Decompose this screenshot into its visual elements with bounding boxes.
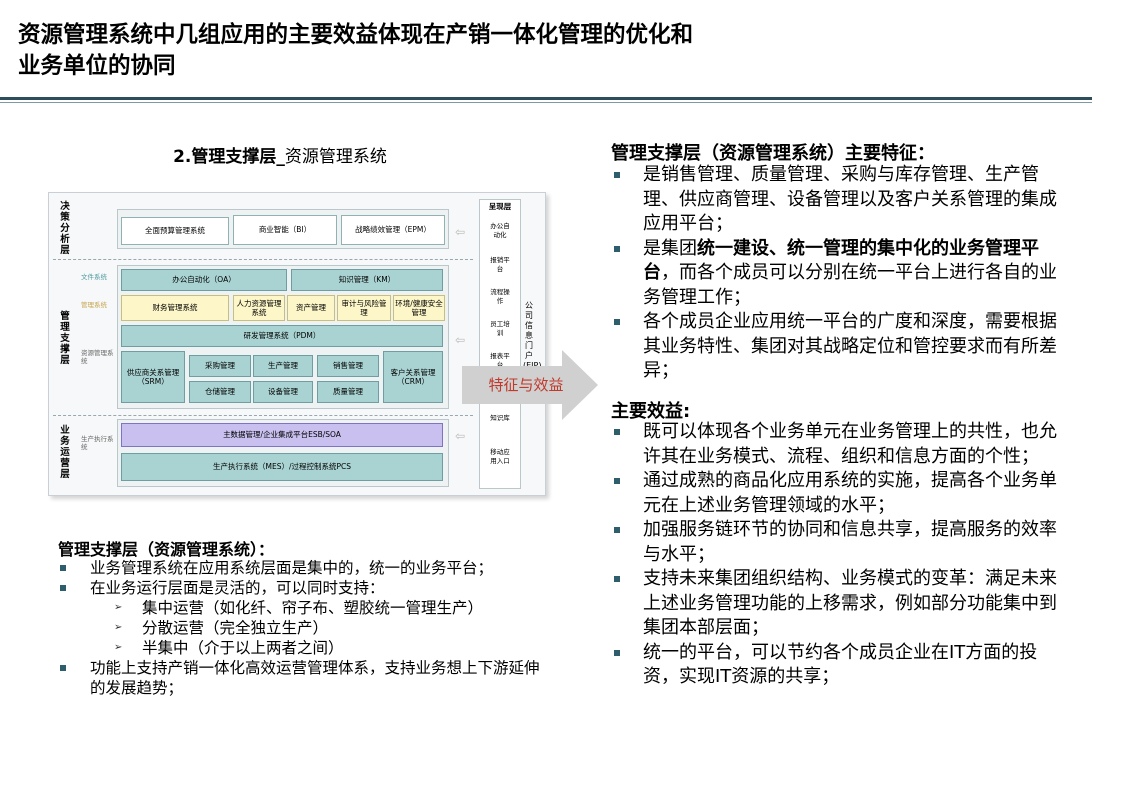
- layer-divider: [53, 259, 473, 260]
- bullet-arrow-icon: ➢: [114, 602, 123, 613]
- side-label-decision: 决策分析层: [60, 201, 70, 256]
- features-heading: 管理支撑层（资源管理系统）主要特征：: [611, 143, 935, 164]
- diagram-heading-bold: 2.管理支撑层_: [173, 147, 285, 167]
- list-item: 是销售管理、质量管理、采购与库存管理、生产管理、供应商管理、设备管理以及客户关系…: [611, 163, 1063, 237]
- emphasis-text: 统一建设、统一管理的集中化的业务管理平台: [643, 237, 1039, 284]
- arrow-left-icon: ⇦: [455, 333, 466, 347]
- box-km: 知识管理（KM）: [291, 269, 443, 291]
- bullet-square-icon: [60, 565, 66, 571]
- bullet-arrow-icon: ➢: [114, 642, 123, 653]
- bullet-square-icon: [614, 245, 620, 252]
- arrow-left-icon: ⇦: [455, 429, 466, 443]
- benefits-heading: 主要效益:: [611, 401, 691, 422]
- box-finance: 财务管理系统: [121, 295, 229, 321]
- presentation-column: 呈现层 办公自动化 报销平台 流程操作 员工培训 报表平台 知识库 移动应用入口: [479, 199, 521, 489]
- mgmt-layer-heading: 管理支撑层（资源管理系统）：: [58, 540, 275, 559]
- box-mes: 生产执行系统（MES）/过程控制系统PCS: [121, 453, 443, 481]
- presentation-item: 员工培训: [490, 320, 510, 337]
- bullet-square-icon: [614, 649, 620, 656]
- box-crm: 客户关系管理（CRM）: [383, 351, 443, 403]
- presentation-item: 报销平台: [490, 256, 510, 273]
- box-hr: 人力资源管理系统: [233, 295, 285, 321]
- bullet-arrow-icon: ➢: [114, 622, 123, 633]
- bullet-square-icon: [614, 576, 620, 582]
- arrow-left-icon: ⇦: [455, 225, 466, 239]
- bullet-square-icon: [614, 527, 620, 533]
- bullet-square-icon: [60, 665, 66, 671]
- list-item: 功能上支持产销一体化高效运营管理体系，支持业务想上下游延伸的发展趋势；: [58, 658, 548, 698]
- box-ehs: 环境/健康安全管理: [393, 295, 445, 321]
- box-bi: 商业智能（BI）: [233, 215, 337, 245]
- box-pdm: 研发管理系统（PDM）: [121, 325, 443, 347]
- presentation-header: 呈现层: [488, 202, 512, 211]
- presentation-item: 移动应用入口: [490, 448, 510, 465]
- mgmt-layer-list: 业务管理系统在应用系统层面是集中的，统一的业务平台； 在业务运行层面是灵活的，可…: [58, 558, 548, 698]
- bullet-square-icon: [614, 429, 620, 435]
- presentation-item: 办公自动化: [490, 222, 510, 239]
- diagram-heading-rest: 资源管理系统: [284, 147, 387, 167]
- small-label-production: 生产执行系统: [81, 435, 114, 451]
- layer-divider: [53, 415, 473, 416]
- slide-title-line1: 资源管理系统中几组应用的主要效益体现在产销一体化管理的优化和: [18, 22, 694, 48]
- arrow-label: 特征与效益: [488, 376, 564, 394]
- list-item: 加强服务链环节的协同和信息共享，提高服务的效率与水平；: [611, 518, 1063, 567]
- box-purchase: 采购管理: [189, 355, 251, 377]
- slide-title: 资源管理系统中几组应用的主要效益体现在产销一体化管理的优化和 业务单位的协同: [18, 20, 918, 82]
- box-warehouse: 仓储管理: [189, 381, 251, 403]
- list-item: 通过成熟的商品化应用系统的实施，提高各个业务单元在上述业务管理领域的水平；: [611, 469, 1063, 518]
- slide-title-line2: 业务单位的协同: [18, 53, 176, 79]
- title-divider: [0, 97, 1092, 100]
- box-epm: 战略绩效管理（EPM）: [341, 215, 445, 245]
- side-label-operation: 业务运营层: [60, 425, 70, 480]
- list-item: 各个成员企业应用统一平台的广度和深度，需要根据其业务特性、集团对其战略定位和管控…: [611, 310, 1063, 384]
- bullet-square-icon: [614, 172, 620, 178]
- features-list: 是销售管理、质量管理、采购与库存管理、生产管理、供应商管理、设备管理以及客户关系…: [611, 163, 1063, 384]
- title-divider-thin: [0, 102, 1092, 103]
- presentation-item: 报表平台: [490, 352, 510, 369]
- list-item: 在业务运行层面是灵活的，可以同时支持：: [58, 578, 548, 598]
- bullet-square-icon: [614, 319, 620, 325]
- list-item: 业务管理系统在应用系统层面是集中的，统一的业务平台；: [58, 558, 548, 578]
- list-item: 支持未来集团组织结构、业务模式的变革：满足未来上述业务管理功能的上移需求，例如部…: [611, 567, 1063, 641]
- box-equipment: 设备管理: [253, 381, 313, 403]
- small-label-business: 管理系统: [81, 301, 107, 309]
- bullet-square-icon: [614, 478, 620, 484]
- box-quality: 质量管理: [317, 381, 379, 403]
- small-label-resource: 资源管理系统: [81, 349, 114, 365]
- side-label-management: 管理支撑层: [60, 311, 70, 366]
- bullet-square-icon: [60, 585, 66, 591]
- box-srm: 供应商关系管理（SRM）: [121, 351, 185, 403]
- portal-label: 公司信息门户(EIP): [523, 301, 542, 370]
- list-item: 既可以体现各个业务单元在业务管理上的共性，也允许其在业务模式、流程、组织和信息方…: [611, 420, 1063, 469]
- architecture-diagram: 决策分析层 管理支撑层 业务运营层 文件系统 管理系统 资源管理系统 生产执行系…: [48, 192, 546, 496]
- box-asset: 资产管理: [287, 295, 335, 321]
- diagram-heading: 2.管理支撑层_资源管理系统: [60, 142, 500, 167]
- arrow-right-icon: [462, 350, 598, 420]
- presentation-item: 流程操作: [490, 288, 510, 305]
- box-oa: 办公自动化（OA）: [121, 269, 287, 291]
- box-audit: 审计与风险管理: [337, 295, 391, 321]
- box-sales: 销售管理: [317, 355, 379, 377]
- presentation-item: 知识库: [490, 414, 510, 422]
- list-item: 统一的平台，可以节约各个成员企业在IT方面的投资，实现IT资源的共享；: [611, 641, 1063, 690]
- box-esb: 主数据管理/企业集成平台ESB/SOA: [121, 423, 443, 447]
- small-label-collab: 文件系统: [81, 273, 107, 281]
- list-item: 是集团统一建设、统一管理的集中化的业务管理平台，而各个成员可以分别在统一平台上进…: [611, 237, 1063, 311]
- box-budget: 全面预算管理系统: [121, 217, 229, 245]
- box-production: 生产管理: [253, 355, 313, 377]
- sub-list-item: ➢半集中（介于以上两者之间）: [114, 639, 344, 657]
- sub-list-item: ➢分散运营（完全独立生产）: [114, 619, 329, 637]
- sub-list-item: ➢集中运营（如化纤、帘子布、塑胶统一管理生产）: [114, 599, 484, 617]
- benefits-list: 既可以体现各个业务单元在业务管理上的共性，也允许其在业务模式、流程、组织和信息方…: [611, 420, 1063, 690]
